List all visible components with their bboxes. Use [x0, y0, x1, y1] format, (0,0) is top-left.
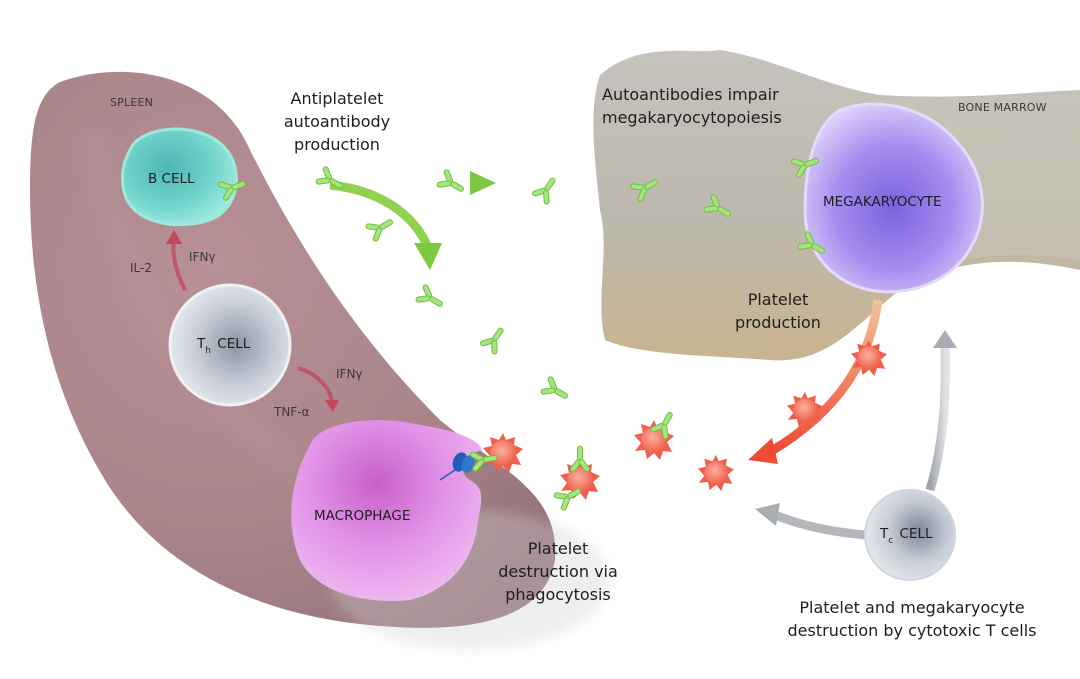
- caption-line: phagocytosis: [505, 585, 611, 604]
- caption-line: destruction via: [498, 562, 618, 581]
- tc-arrow-left-head: [755, 503, 780, 526]
- spleen-fold-shading: [75, 127, 309, 483]
- tc-arrow-up-head: [933, 330, 957, 348]
- antibody-icon: [529, 171, 564, 207]
- tc-arrow-left: [773, 510, 867, 540]
- ifng-bcell-label: IFNγ: [189, 250, 216, 264]
- tc-cell: [864, 489, 956, 581]
- caption-line: Platelet: [747, 290, 809, 309]
- cytokine-arrow-to-macrophage: [297, 366, 334, 403]
- caption-antibody-production: Antiplatelet autoantibody production: [262, 87, 412, 156]
- il2-label: IL-2: [130, 261, 152, 275]
- spleen-label: SPLEEN: [110, 96, 154, 109]
- caption-line: Antiplatelet: [290, 89, 384, 108]
- th-cell-label-sub: h: [205, 346, 211, 356]
- fc-receptor-icon: [439, 452, 475, 481]
- b-cell: [121, 127, 238, 227]
- antibody-arrow-branch: [329, 180, 433, 250]
- b-cell-label: B CELL: [148, 171, 195, 187]
- antibody-icon: [477, 321, 512, 357]
- caption-line: Platelet: [527, 539, 589, 558]
- caption-line: destruction by cytotoxic T cells: [787, 621, 1037, 640]
- macrophage-cell: [291, 420, 482, 601]
- tc-cell-label: Tc CELL: [880, 526, 933, 546]
- th-cell-label-main: T: [197, 336, 206, 352]
- caption-cytotoxic-t-cells: Platelet and megakaryocyte destruction b…: [752, 596, 1072, 642]
- cytokine-arrow-to-macrophage-head: [325, 400, 339, 412]
- platelet-icon: [698, 455, 734, 491]
- bone-marrow-label: BONE MARROW: [958, 101, 1047, 114]
- tc-cell-label-suffix: CELL: [899, 526, 933, 542]
- macrophage-label: MACROPHAGE: [314, 508, 411, 524]
- caption-phagocytosis: Platelet destruction via phagocytosis: [478, 537, 638, 606]
- caption-line: production: [294, 135, 380, 154]
- antibody-arrow-branch-head: [414, 243, 442, 270]
- caption-line: production: [735, 313, 821, 332]
- caption-line: Platelet and megakaryocyte: [799, 598, 1025, 617]
- antibody-icon: [538, 374, 573, 407]
- antibody-icon: [413, 282, 448, 315]
- th-cell-label: Th CELL: [197, 336, 251, 356]
- megakaryocyte-cell: [803, 102, 984, 294]
- tnfa-label: TNF-α: [274, 405, 310, 419]
- caption-line: Autoantibodies impair: [602, 85, 779, 104]
- tc-arrow-up: [925, 344, 950, 492]
- tc-cell-label-main: T: [880, 526, 889, 542]
- platelet-production-arrow-head: [748, 438, 778, 464]
- platelet-production-arrow: [767, 299, 883, 456]
- caption-line: autoantibody: [283, 112, 391, 131]
- ifng-macrophage-label: IFNγ: [336, 367, 363, 381]
- caption-platelet-production: Platelet production: [718, 288, 838, 334]
- antibody-icon: [363, 211, 398, 244]
- cytokine-arrow-to-bcell-head: [166, 230, 182, 244]
- th-cell: [168, 283, 292, 407]
- platelets: [483, 340, 887, 500]
- caption-impair-megakaryocytopoiesis: Autoantibodies impair megakaryocytopoies…: [602, 83, 852, 129]
- th-cell-label-suffix: CELL: [217, 336, 251, 352]
- tc-cell-label-sub: c: [888, 536, 894, 546]
- caption-line: megakaryocytopoiesis: [602, 108, 782, 127]
- antibody-arrow-main-head: [470, 171, 496, 195]
- megakaryocyte-label: MEGAKARYOCYTE: [823, 194, 942, 210]
